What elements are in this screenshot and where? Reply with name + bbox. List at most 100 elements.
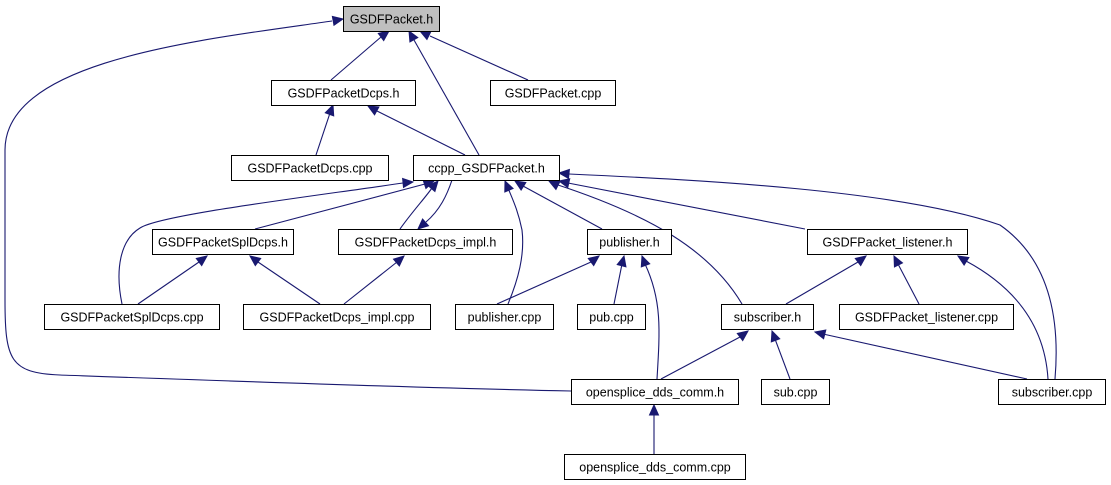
- edge-line: [330, 36, 382, 81]
- edge-line: [554, 183, 743, 305]
- node-label: GSDFPacketSplDcps.h: [158, 236, 288, 250]
- edge-n4-to-n6: [417, 179, 453, 230]
- node-box[interactable]: [761, 379, 830, 405]
- node-label: sub.cpp: [774, 386, 818, 400]
- node-label: GSDFPacketDcps.cpp: [247, 162, 372, 176]
- arrowhead-icon: [640, 254, 651, 268]
- edge-n1-to-n0: [330, 30, 390, 81]
- edge-line: [822, 333, 1028, 380]
- arrowhead-icon: [854, 255, 867, 267]
- edge-n4-to-n1: [366, 105, 466, 156]
- node-box[interactable]: [587, 229, 672, 255]
- arrowhead-icon: [408, 29, 419, 43]
- file-node[interactable]: publisher.cpp: [455, 304, 554, 330]
- edge-n10-to-n5: [249, 255, 321, 305]
- edge-line: [897, 263, 920, 305]
- edge-line: [507, 187, 524, 305]
- node-box[interactable]: [271, 80, 416, 106]
- file-node[interactable]: sub.cpp: [761, 379, 830, 405]
- node-box[interactable]: [243, 304, 431, 330]
- arrowhead-icon: [557, 178, 571, 189]
- edge-n13-to-n8: [785, 255, 867, 305]
- edge-n14-to-n8: [893, 254, 920, 305]
- edge-line: [254, 183, 426, 230]
- arrowhead-icon: [513, 180, 527, 192]
- edge-n10-to-n6: [343, 255, 405, 305]
- arrowhead-icon: [195, 255, 208, 267]
- node-box[interactable]: [839, 304, 1014, 330]
- arrowhead-icon: [504, 179, 514, 193]
- edge-n6-to-n4: [399, 180, 439, 230]
- node-label: publisher.h: [599, 236, 660, 250]
- file-node[interactable]: opensplice_dds_comm.h: [571, 379, 739, 405]
- node-label: publisher.cpp: [468, 311, 542, 325]
- node-label: GSDFPacket_listener.cpp: [855, 311, 998, 325]
- node-label: pub.cpp: [589, 311, 634, 325]
- root-node[interactable]: GSDFPacket.h: [343, 6, 440, 32]
- node-box[interactable]: [343, 6, 440, 32]
- arrowhead-icon: [366, 105, 380, 116]
- edge-n8-to-n4: [557, 178, 806, 230]
- arrowhead-icon: [418, 30, 432, 41]
- node-box[interactable]: [998, 379, 1106, 405]
- node-box[interactable]: [413, 155, 560, 181]
- edge-n12-to-n7: [613, 254, 627, 305]
- node-box[interactable]: [721, 304, 814, 330]
- edge-line: [965, 260, 1049, 380]
- file-node[interactable]: subscriber.h: [721, 304, 814, 330]
- file-node[interactable]: GSDFPacketSplDcps.h: [152, 229, 294, 255]
- edge-line: [568, 173, 1057, 380]
- edge-line: [257, 261, 321, 305]
- edge-line: [399, 187, 433, 230]
- file-node[interactable]: opensplice_dds_comm.cpp: [564, 454, 746, 480]
- node-box[interactable]: [44, 304, 220, 330]
- node-label: opensplice_dds_comm.cpp: [579, 461, 731, 475]
- edge-line: [315, 112, 331, 156]
- file-node[interactable]: subscriber.cpp: [998, 379, 1106, 405]
- edge-line: [429, 35, 529, 81]
- file-node[interactable]: ccpp_GSDFPacket.h: [413, 155, 560, 181]
- arrowhead-icon: [648, 403, 660, 416]
- edge-n2-to-n0: [418, 30, 529, 81]
- file-node[interactable]: GSDFPacketSplDcps.cpp: [44, 304, 220, 330]
- file-node[interactable]: GSDFPacketDcps_impl.cpp: [243, 304, 431, 330]
- node-box[interactable]: [807, 229, 968, 255]
- edge-n17-to-n8: [956, 255, 1049, 380]
- file-node[interactable]: GSDFPacketDcps.cpp: [231, 155, 389, 181]
- edge-line: [496, 261, 592, 305]
- edge-n17-to-n13: [813, 329, 1028, 380]
- file-node[interactable]: GSDFPacket_listener.h: [807, 229, 968, 255]
- arrowhead-icon: [377, 30, 390, 42]
- file-node[interactable]: GSDFPacket.cpp: [490, 80, 616, 106]
- arrowhead-icon: [392, 255, 405, 267]
- edges-layer: [4, 15, 1057, 454]
- file-node[interactable]: pub.cpp: [577, 304, 646, 330]
- edge-line: [4, 20, 572, 392]
- arrowhead-icon: [249, 255, 262, 267]
- edge-n9-to-n5: [137, 255, 208, 305]
- node-box[interactable]: [455, 304, 554, 330]
- edge-line: [413, 39, 480, 156]
- node-box[interactable]: [152, 229, 294, 255]
- node-box[interactable]: [338, 229, 513, 255]
- node-box[interactable]: [571, 379, 739, 405]
- file-node[interactable]: GSDFPacketDcps.h: [271, 80, 416, 106]
- edge-line: [137, 261, 200, 305]
- edge-n11-to-n4: [504, 179, 524, 305]
- file-node[interactable]: GSDFPacket_listener.cpp: [839, 304, 1014, 330]
- node-label: GSDFPacketSplDcps.cpp: [60, 311, 203, 325]
- arrowhead-icon: [587, 255, 600, 267]
- file-node[interactable]: GSDFPacketDcps_impl.h: [338, 229, 513, 255]
- arrowhead-icon: [324, 103, 335, 117]
- node-label: subscriber.h: [734, 311, 801, 325]
- node-box[interactable]: [577, 304, 646, 330]
- node-box[interactable]: [490, 80, 616, 106]
- arrowhead-icon: [402, 177, 415, 189]
- arrowhead-icon: [547, 180, 561, 191]
- node-box[interactable]: [231, 155, 389, 181]
- node-box[interactable]: [564, 454, 746, 480]
- file-node[interactable]: publisher.h: [587, 229, 672, 255]
- edge-n3-to-n1: [315, 103, 335, 156]
- edge-line: [613, 263, 623, 305]
